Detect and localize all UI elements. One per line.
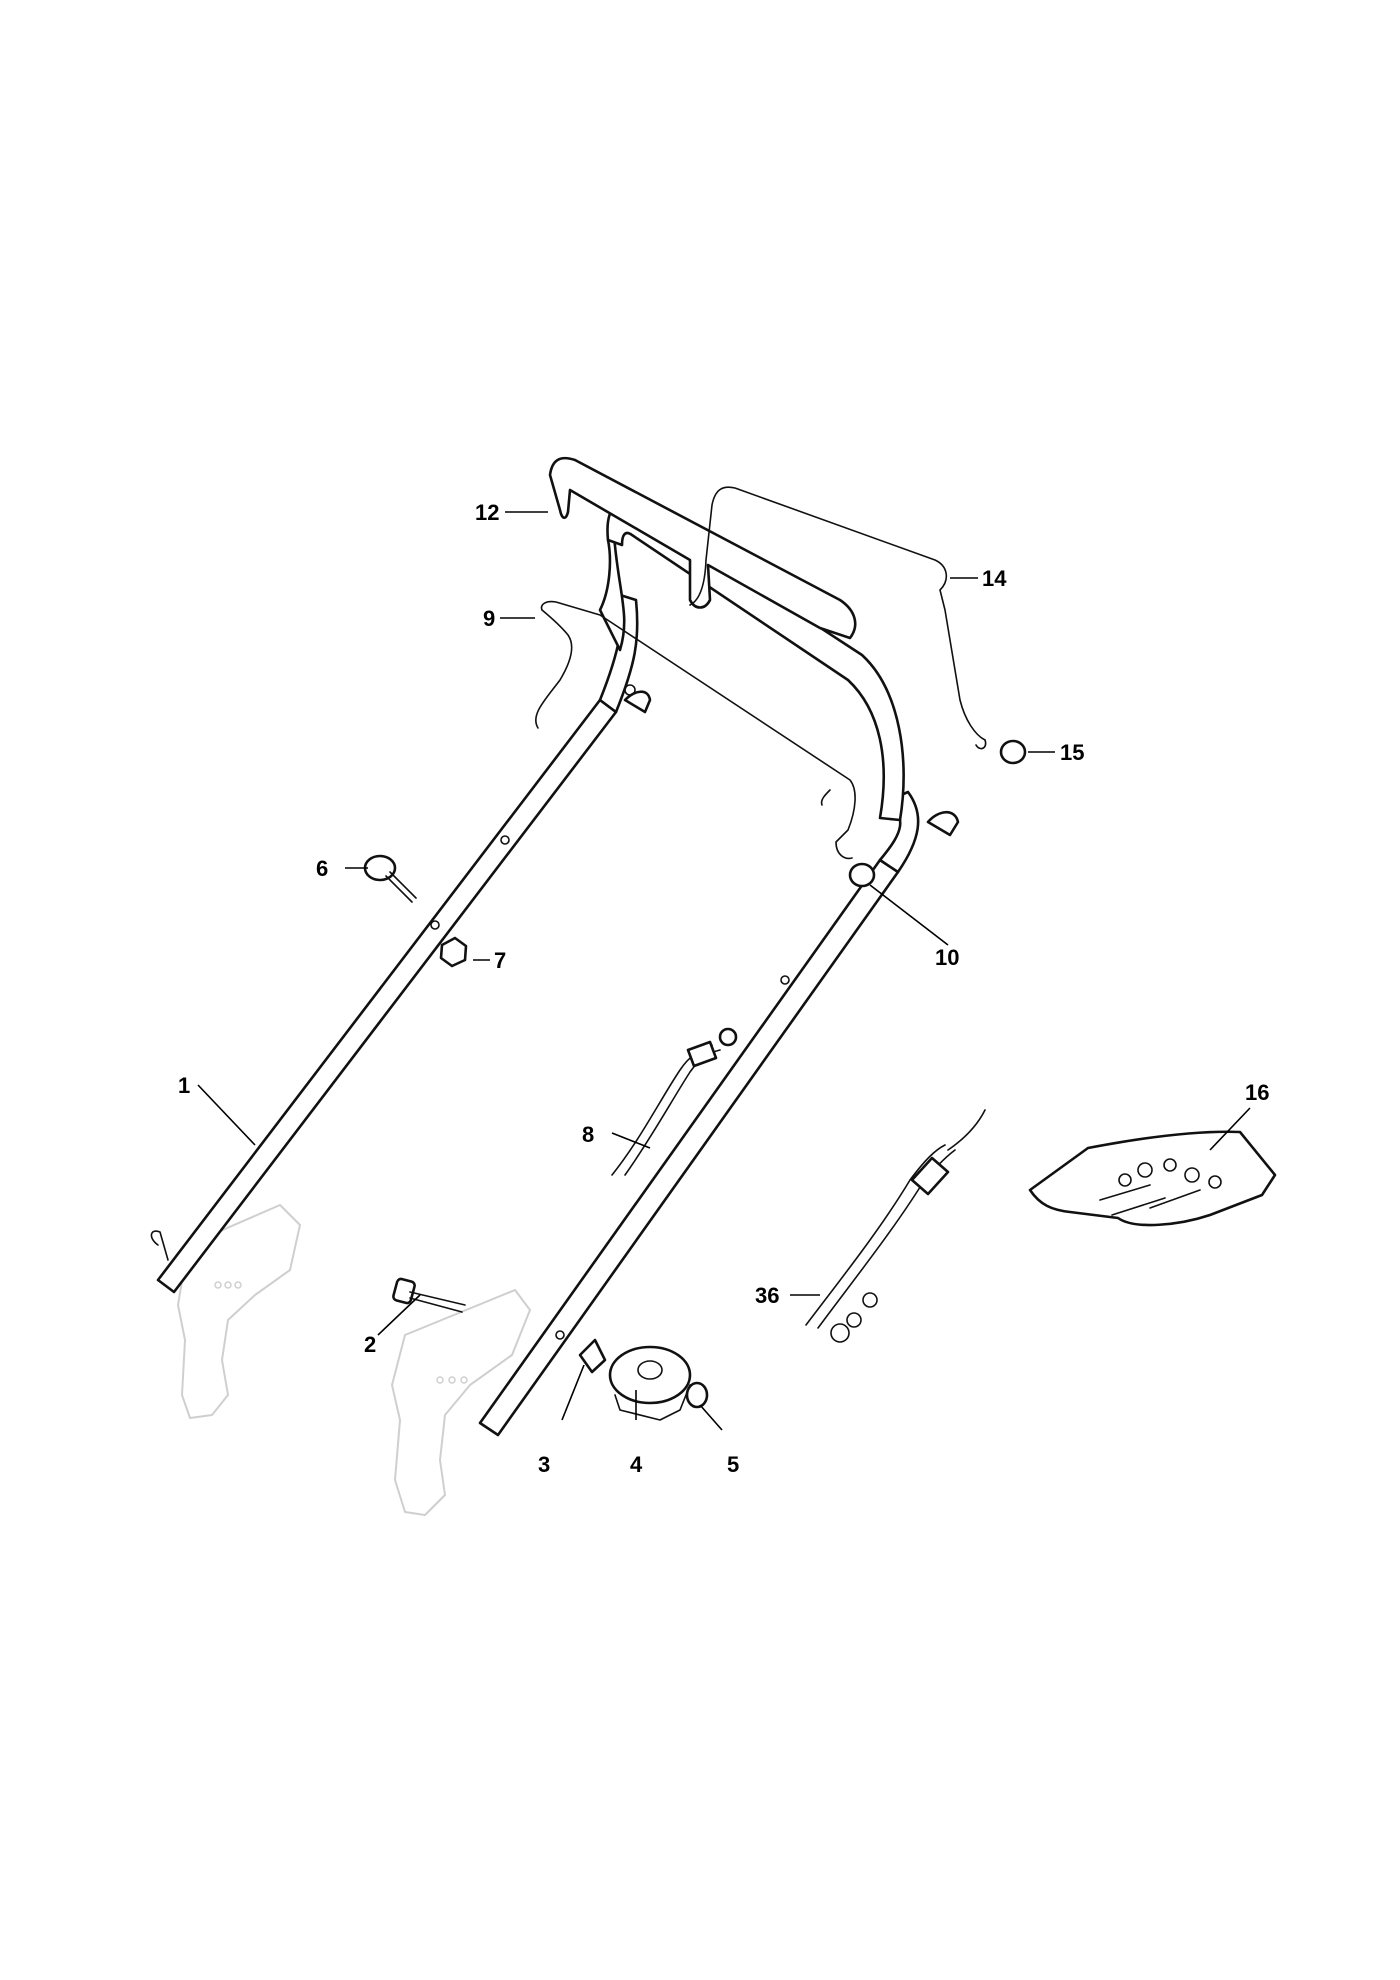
callout-leaders (197, 511, 1251, 1431)
callout-7: 7 (494, 948, 506, 973)
callout-15: 15 (1060, 740, 1084, 765)
callout-14: 14 (982, 566, 1007, 591)
callout-labels: 1 2 3 4 5 6 7 8 9 10 12 14 15 16 36 (178, 500, 1269, 1477)
part-7-nut (439, 936, 468, 968)
callout-9: 9 (483, 606, 495, 631)
callout-3: 3 (538, 1452, 550, 1477)
part-15-bushing (999, 739, 1027, 765)
lower-handle-frame (150, 593, 960, 1437)
callout-2: 2 (364, 1332, 376, 1357)
control-bail-wire (535, 600, 856, 860)
part-4-knob (608, 1345, 692, 1421)
part-36-cable (805, 1109, 986, 1343)
callout-5: 5 (727, 1452, 739, 1477)
part-6-cable-hook (363, 854, 417, 903)
callout-8: 8 (582, 1122, 594, 1147)
callout-36: 36 (755, 1283, 779, 1308)
callout-4: 4 (630, 1452, 643, 1477)
part-8-cable (611, 1027, 738, 1176)
part-16-hardware-bag (1028, 1130, 1277, 1227)
part-5-sleeve (685, 1381, 709, 1409)
mounting-bracket-right-ghost (391, 1289, 531, 1516)
upper-control-bail (689, 486, 987, 750)
part-3-lock-nut (578, 1338, 607, 1374)
callout-6: 6 (316, 856, 328, 881)
top-handle-bar (548, 456, 857, 640)
callout-16: 16 (1245, 1080, 1269, 1105)
part-10-bushing (848, 862, 876, 888)
upper-handle-frame (598, 500, 905, 822)
part-2-bolt (392, 1277, 466, 1313)
callout-1: 1 (178, 1073, 190, 1098)
callout-12: 12 (475, 500, 499, 525)
mounting-bracket-left-ghost (177, 1204, 301, 1419)
callout-10: 10 (935, 945, 959, 970)
